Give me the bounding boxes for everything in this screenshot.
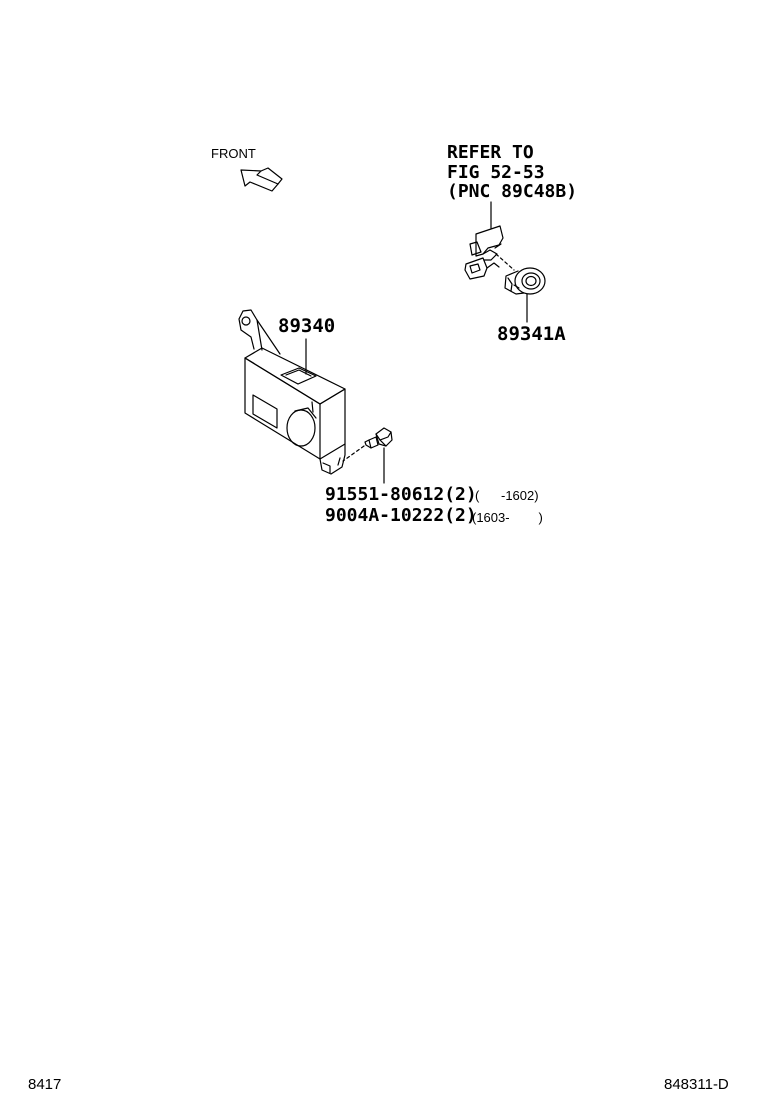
front-arrow-icon [240,167,283,192]
bolt-part-number-2: 9004A-10222(2) [325,505,477,526]
refer-line-3: (PNC 89C48B) [447,181,578,202]
footer-figure-code: 848311-D [664,1076,729,1093]
bolt-range-2: (1603- ) [472,510,543,525]
sensor-89341a-icon [504,267,546,295]
footer-page-code: 8417 [28,1076,62,1093]
harness-clip-icon [464,201,504,280]
bolt-range-1: ( -1602) [475,488,539,503]
part-number-89341a: 89341A [497,323,566,345]
refer-line-2: FIG 52-53 [447,162,545,183]
bolt-part-number-1: 91551-80612(2) [325,484,477,505]
bolt-dash [342,445,365,462]
front-label: FRONT [211,146,256,161]
control-unit-89340-icon [238,309,346,475]
bolt-icon [364,427,393,449]
connection-dash [495,253,515,271]
refer-line-1: REFER TO [447,142,534,163]
part-number-89340: 89340 [278,315,336,337]
